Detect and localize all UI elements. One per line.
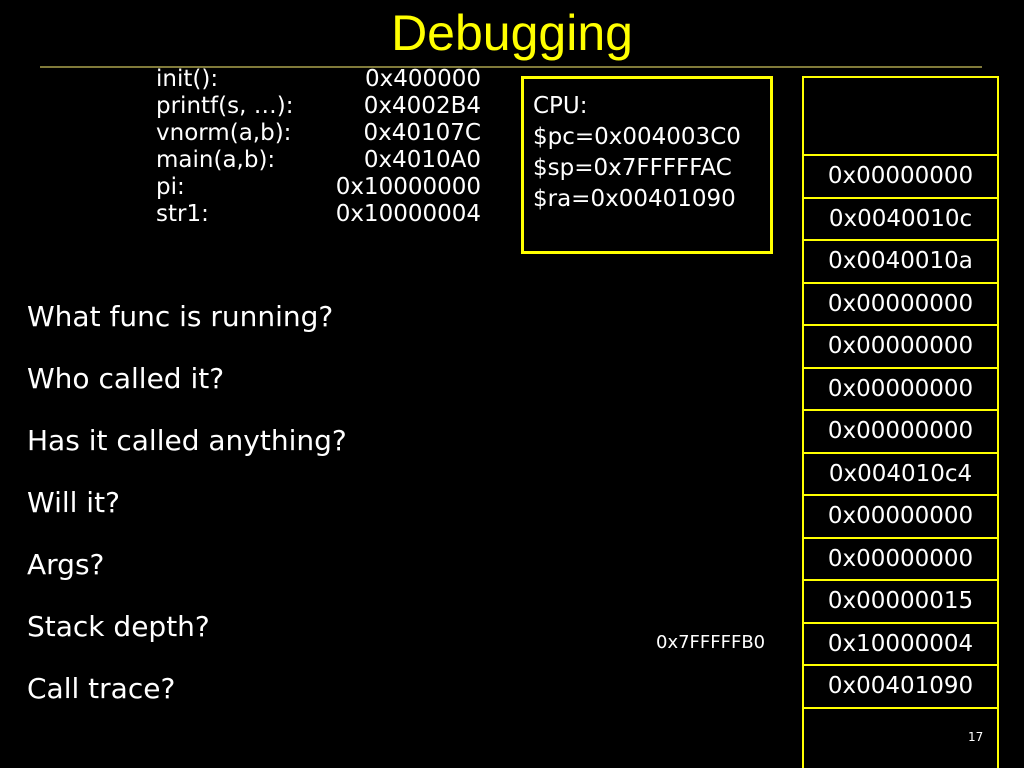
stack-cell: 0x00000000 — [804, 411, 997, 454]
register-ra: $ra=0x00401090 — [533, 186, 736, 212]
stack-cell: 0x0040010c — [804, 199, 997, 241]
symbol-row: main(a,b): 0x4010A0 — [156, 147, 481, 174]
symbol-address: 0x4002B4 — [363, 93, 481, 119]
symbol-row: init(): 0x400000 — [156, 66, 481, 93]
symbol-name: printf(s, …): — [156, 93, 294, 119]
symbol-name: pi: — [156, 174, 185, 200]
stack-cell: 0x00000000 — [804, 284, 997, 326]
title-divider — [40, 66, 982, 68]
page-number: 17 — [968, 730, 984, 744]
stack-address-label: 0x7FFFFFB0 — [656, 632, 766, 653]
symbol-address: 0x10000000 — [335, 174, 481, 200]
stack-empty-top-cell — [804, 78, 997, 156]
register-sp: $sp=0x7FFFFFAC — [533, 155, 732, 181]
stack-cell: 0x004010c4 — [804, 454, 997, 496]
cpu-registers-box: CPU: $pc=0x004003C0 $sp=0x7FFFFFAC $ra=0… — [521, 76, 773, 254]
question-item: Call trace? — [27, 672, 176, 705]
stack-cell: 0x00000000 — [804, 326, 997, 369]
question-item: Has it called anything? — [27, 424, 347, 457]
slide-title: Debugging — [391, 5, 633, 61]
memory-stack: 0x00000000 0x0040010c 0x0040010a 0x00000… — [802, 76, 999, 768]
cpu-heading: CPU: — [533, 93, 588, 119]
symbol-address: 0x400000 — [364, 66, 481, 92]
question-item: Args? — [27, 548, 105, 581]
stack-cell: 0x0040010a — [804, 241, 997, 284]
symbol-row: pi: 0x10000000 — [156, 174, 481, 201]
symbol-table: init(): 0x400000 printf(s, …): 0x4002B4 vn… — [156, 66, 481, 228]
stack-cell: 0x00000000 — [804, 369, 997, 411]
question-list: What func is running? Who called it? Has… — [27, 296, 347, 730]
question-item: Will it? — [27, 486, 120, 519]
stack-cell: 0x10000004 — [804, 624, 997, 666]
stack-cell: 0x00000015 — [804, 581, 997, 624]
stack-cell: 0x00401090 — [804, 666, 997, 709]
question-item: Who called it? — [27, 362, 225, 395]
symbol-name: vnorm(a,b): — [156, 120, 292, 146]
question-item: Stack depth? — [27, 610, 210, 643]
symbol-name: main(a,b): — [156, 147, 276, 173]
register-pc: $pc=0x004003C0 — [533, 124, 741, 150]
question-item: What func is running? — [27, 300, 334, 333]
stack-cell: 0x00000000 — [804, 539, 997, 581]
symbol-address: 0x4010A0 — [363, 147, 481, 173]
symbol-row: str1: 0x10000004 — [156, 201, 481, 228]
symbol-row: printf(s, …): 0x4002B4 — [156, 93, 481, 120]
symbol-address: 0x40107C — [363, 120, 481, 146]
symbol-address: 0x10000004 — [335, 201, 481, 227]
symbol-row: vnorm(a,b): 0x40107C — [156, 120, 481, 147]
stack-cell: 0x00000000 — [804, 156, 997, 199]
symbol-name: init(): — [156, 66, 219, 92]
symbol-name: str1: — [156, 201, 209, 227]
stack-cell: 0x00000000 — [804, 496, 997, 539]
